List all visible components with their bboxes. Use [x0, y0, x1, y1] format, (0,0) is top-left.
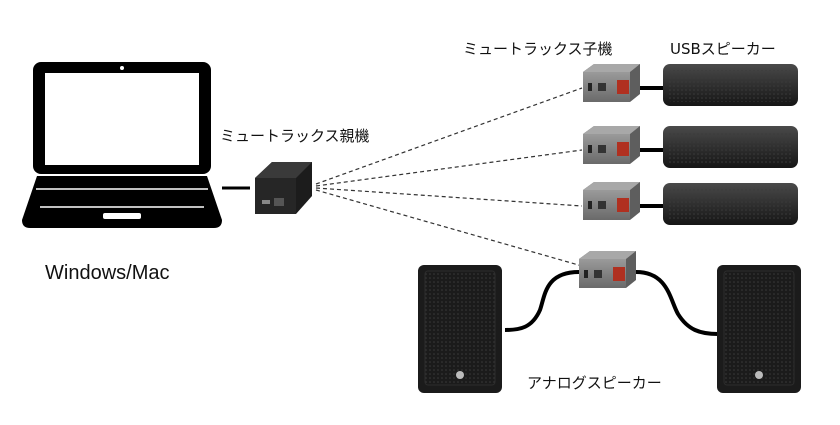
- usb-speaker-label: USBスピーカー: [670, 40, 776, 58]
- audio-cable-right: [635, 270, 719, 336]
- child-unit-4: [579, 251, 636, 288]
- child-unit-2: [583, 126, 640, 164]
- child-unit-1: [583, 64, 640, 102]
- wireless-links: [315, 87, 583, 267]
- usb-speaker-2: [663, 126, 798, 168]
- analog-speaker-left: [418, 265, 502, 393]
- usb-speaker-3: [663, 183, 798, 225]
- laptop-icon: [22, 62, 222, 228]
- child-unit-label: ミュートラックス子機: [463, 40, 613, 58]
- child-unit-3: [583, 182, 640, 220]
- analog-speaker-label: アナログスピーカー: [527, 374, 662, 392]
- audio-cable-left: [504, 270, 580, 332]
- usb-speaker-1: [663, 64, 798, 106]
- analog-speaker-right: [717, 265, 801, 393]
- parent-unit-device: [255, 162, 312, 214]
- parent-unit-label: ミュートラックス親機: [220, 127, 370, 145]
- computer-label: Windows/Mac: [45, 262, 170, 284]
